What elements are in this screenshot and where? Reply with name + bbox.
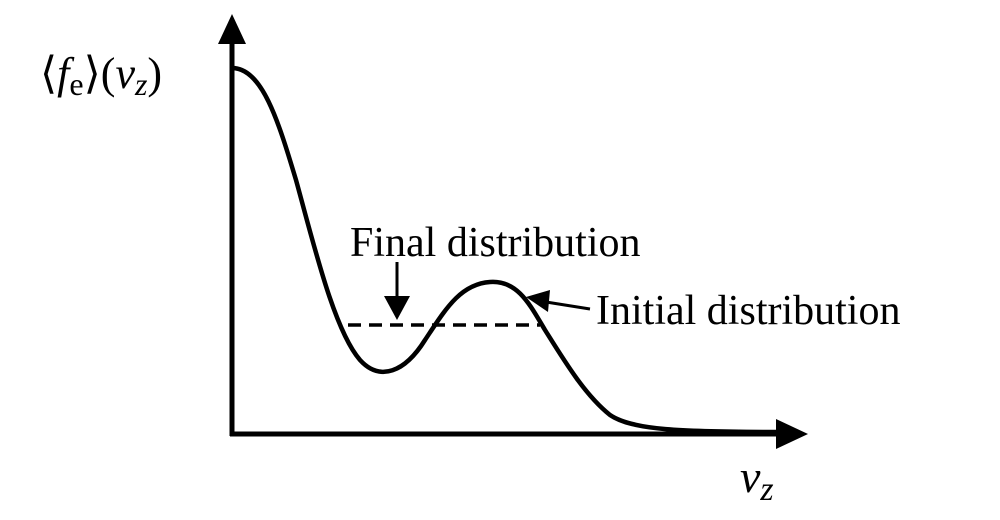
y-label-v: v bbox=[115, 49, 135, 98]
y-axis-label: ⟨fe⟩(vz) bbox=[40, 49, 162, 102]
y-label-subscript-z: z bbox=[134, 66, 148, 102]
initial-pointer-shaft bbox=[545, 300, 591, 311]
initial-distribution-curve bbox=[231, 65, 781, 435]
final-pointer-arrowhead bbox=[384, 296, 410, 320]
y-label-paren-close: ) bbox=[147, 49, 162, 98]
y-axis-arrowhead bbox=[218, 14, 246, 44]
initial-distribution-label: Initial distribution bbox=[596, 288, 900, 334]
x-label-v: v bbox=[740, 451, 761, 502]
x-axis-arrowhead bbox=[776, 419, 808, 449]
final-distribution-label: Final distribution bbox=[350, 220, 641, 266]
x-label-subscript-z: z bbox=[759, 471, 773, 508]
y-label-close-bracket: ⟩ bbox=[84, 49, 101, 98]
y-label-open-bracket: ⟨ bbox=[40, 49, 57, 98]
y-label-subscript-e: e bbox=[69, 66, 83, 102]
x-axis-label: vz bbox=[740, 451, 774, 508]
y-label-paren-open: ( bbox=[101, 49, 116, 98]
initial-pointer-arrowhead bbox=[526, 290, 550, 312]
